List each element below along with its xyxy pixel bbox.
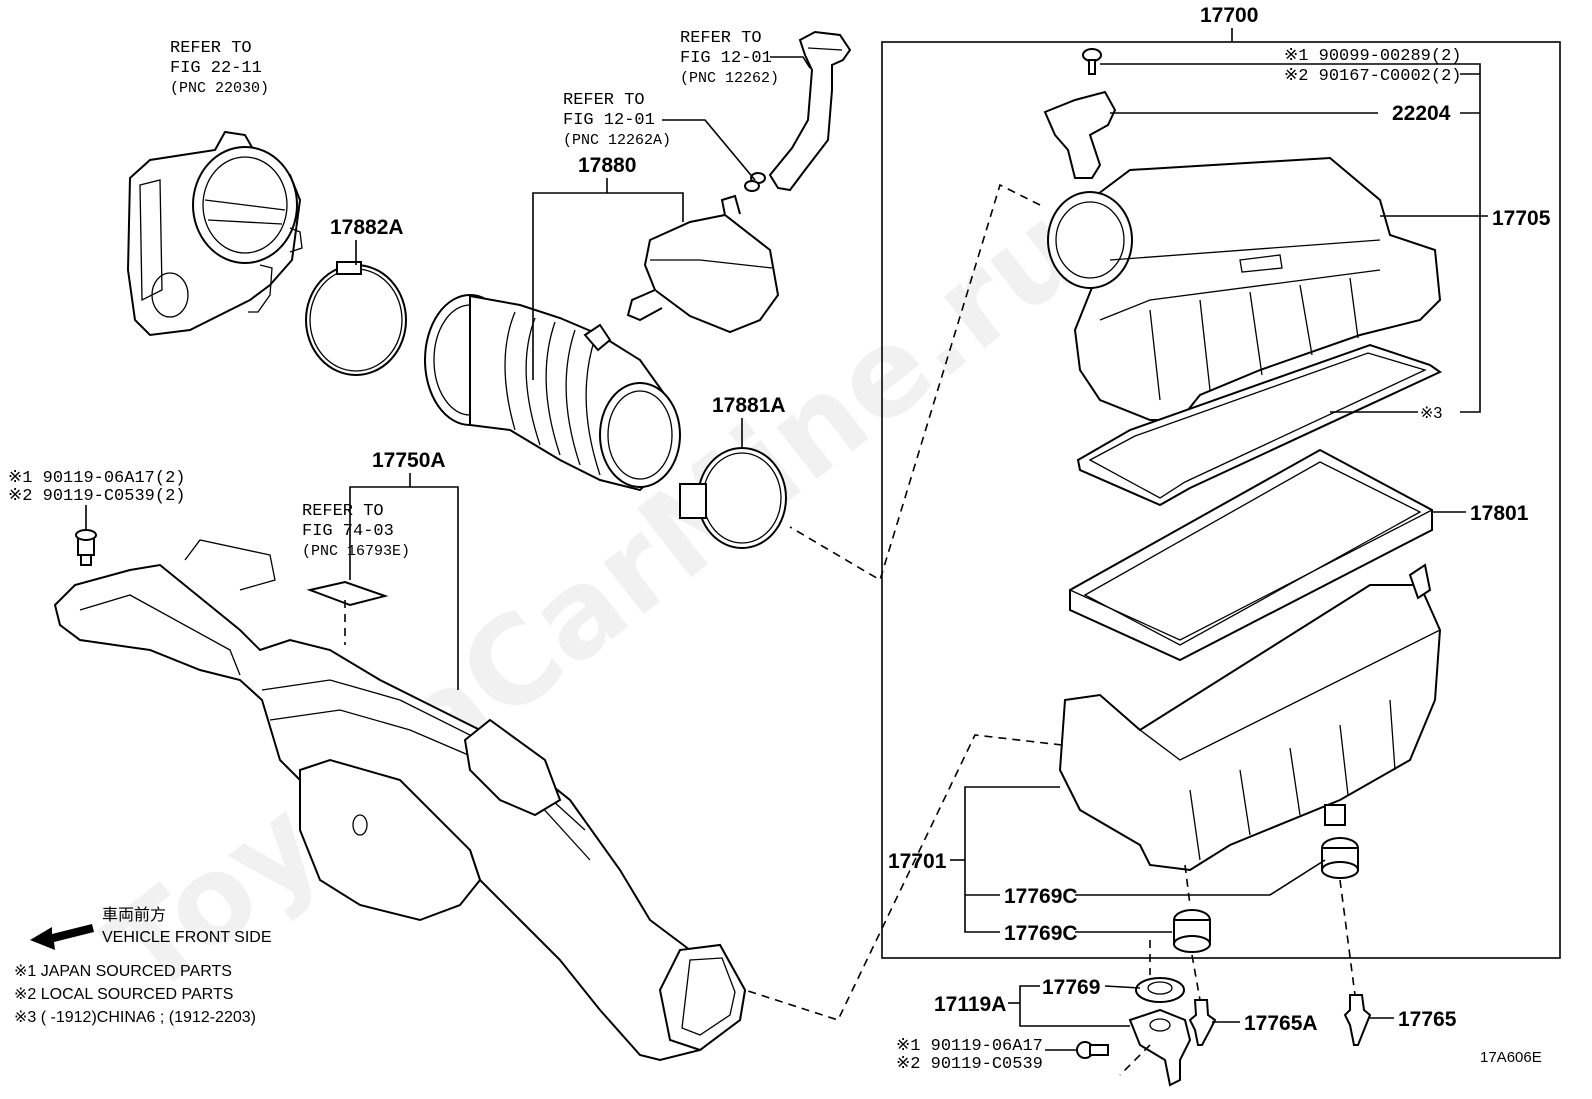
front-arrow-icon bbox=[30, 924, 94, 950]
clamp-17881a[interactable] bbox=[679, 447, 787, 549]
ref-hose-l3: (PNC 12262) bbox=[680, 70, 779, 87]
legend-1: ※1 JAPAN SOURCED PARTS bbox=[14, 963, 232, 980]
grommet-17769[interactable] bbox=[1135, 977, 1185, 1003]
callout-labels: 17700 22204 17705 ※3 17801 17701 17769C … bbox=[8, 4, 1551, 1074]
resonator[interactable] bbox=[626, 194, 780, 334]
air-duct-17750a[interactable] bbox=[53, 539, 747, 1062]
bolt-top-line2: ※2 90167-C0002(2) bbox=[1284, 67, 1461, 86]
air-flow-meter-22204[interactable] bbox=[1043, 90, 1117, 179]
ref-label-l3: (PNC 16793E) bbox=[302, 543, 410, 560]
ref-hose-l1: REFER TO bbox=[680, 29, 762, 48]
bolt-bottom[interactable] bbox=[1076, 1041, 1109, 1059]
label-17769: 17769 bbox=[1042, 976, 1100, 999]
label-17701: 17701 bbox=[888, 850, 947, 873]
ref-label-l2: FIG 74-03 bbox=[302, 522, 394, 541]
label-17119a: 17119A bbox=[934, 993, 1006, 1016]
ref-throttle-l3: (PNC 22030) bbox=[170, 80, 269, 97]
label-mark3: ※3 bbox=[1420, 405, 1442, 422]
pin-17765a[interactable] bbox=[1188, 999, 1217, 1046]
intake-hose-17880[interactable] bbox=[424, 294, 681, 492]
label-17700: 17700 bbox=[1200, 4, 1258, 27]
label-17882a: 17882A bbox=[330, 216, 404, 239]
clamp-17882a[interactable] bbox=[305, 261, 407, 376]
ref-clip-l3: (PNC 12262A) bbox=[563, 132, 671, 149]
label-17881a: 17881A bbox=[712, 394, 786, 417]
throttle-body[interactable] bbox=[126, 130, 303, 337]
diagram-code: 17A606E bbox=[1480, 1049, 1542, 1066]
bolt-bottom-line1: ※1 90119-06A17 bbox=[896, 1037, 1043, 1056]
label-17765: 17765 bbox=[1398, 1008, 1457, 1031]
label-16793e[interactable] bbox=[306, 580, 389, 607]
bolt-top[interactable] bbox=[1082, 48, 1102, 75]
gasket-3[interactable] bbox=[1076, 343, 1442, 507]
bolt-top-line1: ※1 90099-00289(2) bbox=[1284, 47, 1461, 66]
bracket-17119a[interactable] bbox=[1128, 1008, 1192, 1087]
label-17750a: 17750A bbox=[372, 449, 446, 472]
bolt-bottom-line2: ※2 90119-C0539 bbox=[896, 1055, 1043, 1074]
bolt-left[interactable] bbox=[75, 529, 97, 566]
bolt-left-line1: ※1 90119-06A17(2) bbox=[8, 469, 185, 488]
label-17880: 17880 bbox=[578, 154, 636, 177]
label-17705: 17705 bbox=[1492, 207, 1551, 230]
pin-17765[interactable] bbox=[1343, 994, 1372, 1046]
dashed-guides bbox=[744, 183, 1356, 1076]
cleaner-cap-17705[interactable] bbox=[1047, 156, 1442, 421]
grommet-17769c-left[interactable] bbox=[1173, 909, 1211, 953]
ref-clip-l2: FIG 12-01 bbox=[563, 111, 655, 130]
ref-hose-l2: FIG 12-01 bbox=[680, 49, 772, 68]
front-jp: 車両前方 bbox=[102, 906, 166, 924]
ref-throttle-l2: FIG 22-11 bbox=[170, 59, 262, 78]
hose-12262[interactable] bbox=[768, 30, 852, 192]
ref-label-l1: REFER TO bbox=[302, 502, 384, 521]
cleaner-case-17701[interactable] bbox=[1058, 563, 1442, 872]
clip-12262a[interactable] bbox=[744, 172, 766, 192]
label-17801: 17801 bbox=[1470, 502, 1529, 525]
label-17769c-1: 17769C bbox=[1004, 885, 1078, 908]
bolt-left-line2: ※2 90119-C0539(2) bbox=[8, 487, 185, 506]
label-22204: 22204 bbox=[1392, 102, 1451, 125]
grommet-17769c-right[interactable] bbox=[1321, 837, 1359, 879]
front-en: VEHICLE FRONT SIDE bbox=[102, 929, 272, 946]
ref-throttle-l1: REFER TO bbox=[170, 39, 252, 58]
leader-lines bbox=[85, 56, 1488, 1051]
ref-clip-l1: REFER TO bbox=[563, 91, 645, 110]
filter-element-17801[interactable] bbox=[1069, 448, 1433, 662]
label-17769c-2: 17769C bbox=[1004, 922, 1078, 945]
legend-3: ※3 ( -1912)CHINA6 ; (1912-2203) bbox=[14, 1009, 256, 1026]
assembly-box-17700 bbox=[881, 41, 1561, 959]
legend-2: ※2 LOCAL SOURCED PARTS bbox=[14, 986, 233, 1003]
label-17765a: 17765A bbox=[1244, 1012, 1318, 1035]
